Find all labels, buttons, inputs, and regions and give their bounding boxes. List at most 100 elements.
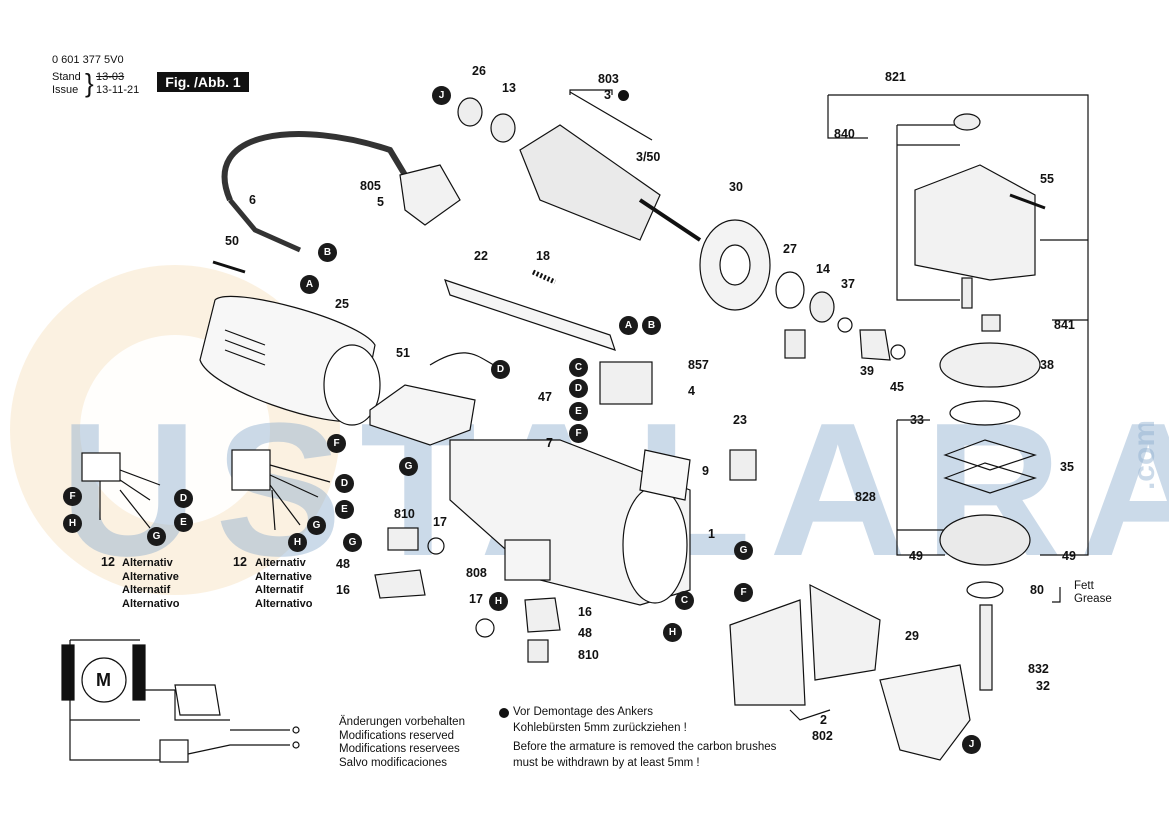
label-37: 37 [841, 277, 855, 291]
alternatives-right: Alternativ Alternative Alternatif Altern… [255, 557, 312, 611]
wire-51 [429, 352, 501, 369]
label-48b: 48 [578, 626, 592, 640]
changes-de: Änderungen vorbehalten [339, 716, 465, 728]
field-coil-2b [809, 584, 881, 681]
suppressor-51 [369, 384, 476, 446]
label-14: 14 [816, 262, 830, 276]
field-coil-symbol-right [132, 644, 146, 701]
connector-B-1: B [318, 243, 337, 262]
label-48a: 48 [336, 557, 350, 571]
armature-note-bullet [618, 90, 629, 101]
motor-letter: M [96, 670, 111, 690]
alt-right-4: Alternativo [255, 597, 313, 610]
label-26: 26 [472, 64, 486, 78]
label-13: 13 [502, 81, 516, 95]
holder-16b [524, 597, 561, 633]
label-1: 1 [708, 527, 715, 541]
motor-symbol [81, 657, 127, 703]
label-23: 23 [733, 413, 747, 427]
connector-C-2: C [675, 591, 694, 610]
gear-38 [939, 342, 1041, 388]
label-841: 841 [1054, 318, 1075, 332]
alt-left-4: Alternativo [122, 597, 180, 610]
changes-en: Modifications reserved [339, 729, 455, 742]
spindle-832 [979, 604, 993, 691]
spring-17a [427, 537, 445, 555]
connector-A-2: A [619, 316, 638, 335]
label-29: 29 [905, 629, 919, 643]
power-cable [221, 131, 408, 202]
label-47: 47 [538, 390, 552, 404]
bracket-802 [789, 709, 831, 721]
switch-symbol [174, 684, 221, 716]
terminal-wires-12a [99, 469, 161, 529]
nut-45 [890, 344, 906, 360]
label-840: 840 [834, 127, 855, 141]
label-45: 45 [890, 380, 904, 394]
label-49a: 49 [909, 549, 923, 563]
connector-C-1: C [569, 358, 588, 377]
grease-label-de: Fett [1074, 580, 1094, 592]
label-808: 808 [466, 566, 487, 580]
label-3-50: 3/50 [636, 150, 661, 164]
connector-D-3: D [174, 489, 193, 508]
washer-37 [837, 317, 853, 333]
cap-840 [953, 113, 981, 131]
stand-label: Stand [52, 71, 81, 83]
flange-828 [939, 514, 1031, 566]
label-805: 805 [360, 179, 381, 193]
label-16a: 16 [336, 583, 350, 597]
label-27: 27 [783, 242, 797, 256]
connector-E-3: E [335, 500, 354, 519]
connector-G-4: G [343, 533, 362, 552]
label-12b: 12 [233, 555, 247, 569]
field-coil-symbol-left [61, 644, 75, 701]
alternatives-left: Alternativ Alternative Alternatif Altern… [122, 557, 179, 611]
bearing-841 [981, 314, 1001, 332]
terminal-block-12b [231, 449, 271, 491]
header-brace: } [85, 68, 94, 98]
label-25: 25 [335, 297, 349, 311]
label-12a: 12 [101, 555, 115, 569]
connector-F-3: F [63, 487, 82, 506]
brush-810b [527, 639, 549, 663]
figure-label: Fig. /Abb. 1 [157, 72, 249, 92]
plate-35a [943, 439, 1037, 471]
guard-29 [879, 664, 971, 761]
issue-label: Issue [52, 84, 79, 96]
label-51: 51 [396, 346, 410, 360]
stand-value: 13-03 [96, 71, 125, 83]
housing-25-vents [224, 329, 266, 366]
terminal-wires-12b [269, 464, 331, 531]
label-832: 832 [1028, 662, 1049, 676]
changes-es: Salvo modificaciones [339, 756, 448, 769]
brush-810a [387, 527, 419, 551]
connector-H-2: H [288, 533, 307, 552]
switch-4 [599, 361, 653, 405]
label-22: 22 [474, 249, 488, 263]
connector-F-4: F [734, 583, 753, 602]
connector-E-2: E [174, 513, 193, 532]
spring-17b [475, 618, 495, 638]
alt-right-3: Alternatif [255, 584, 304, 596]
label-803: 803 [598, 72, 619, 86]
label-821: 821 [885, 70, 906, 84]
armature-shaft [638, 198, 702, 242]
bearing-13 [490, 113, 516, 143]
label-32: 32 [1036, 679, 1050, 693]
connector-D-1: D [491, 360, 510, 379]
connector-D-4: D [335, 474, 354, 493]
fan-30-hub [719, 244, 751, 286]
issue-value: 13-11-21 [96, 84, 140, 96]
changes-note: Änderungen vorbehalten Modifications res… [339, 716, 465, 770]
label-50: 50 [225, 234, 239, 248]
ring-27 [775, 271, 805, 309]
plug-805 [399, 164, 461, 226]
label-857: 857 [688, 358, 709, 372]
connector-H-1: H [63, 514, 82, 533]
shaft-841-pin [961, 277, 973, 309]
label-808 [504, 539, 551, 581]
armature-note-en-1: Before the armature is removed the carbo… [513, 741, 777, 753]
frame-821 [827, 94, 1089, 556]
